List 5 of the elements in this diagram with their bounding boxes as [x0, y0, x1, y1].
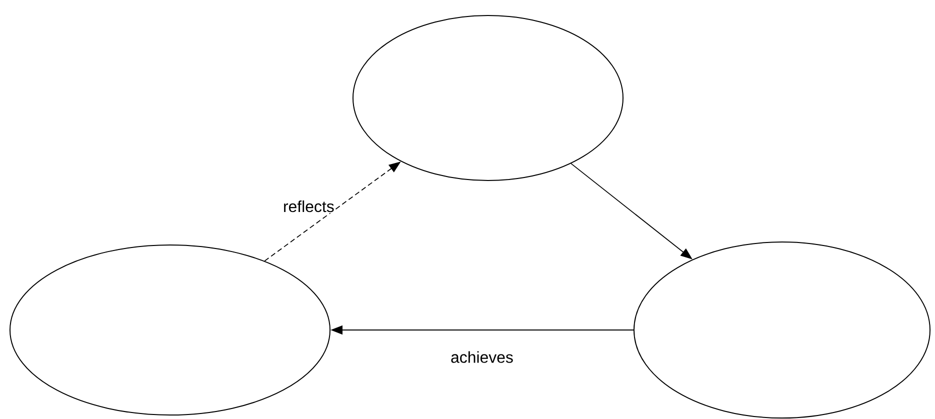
ellipse-node [10, 244, 330, 416]
ellipse-node [634, 242, 930, 418]
edge-label: reflects [284, 200, 334, 212]
edge-label: achieves [451, 351, 513, 363]
ellipse-node [352, 15, 624, 181]
